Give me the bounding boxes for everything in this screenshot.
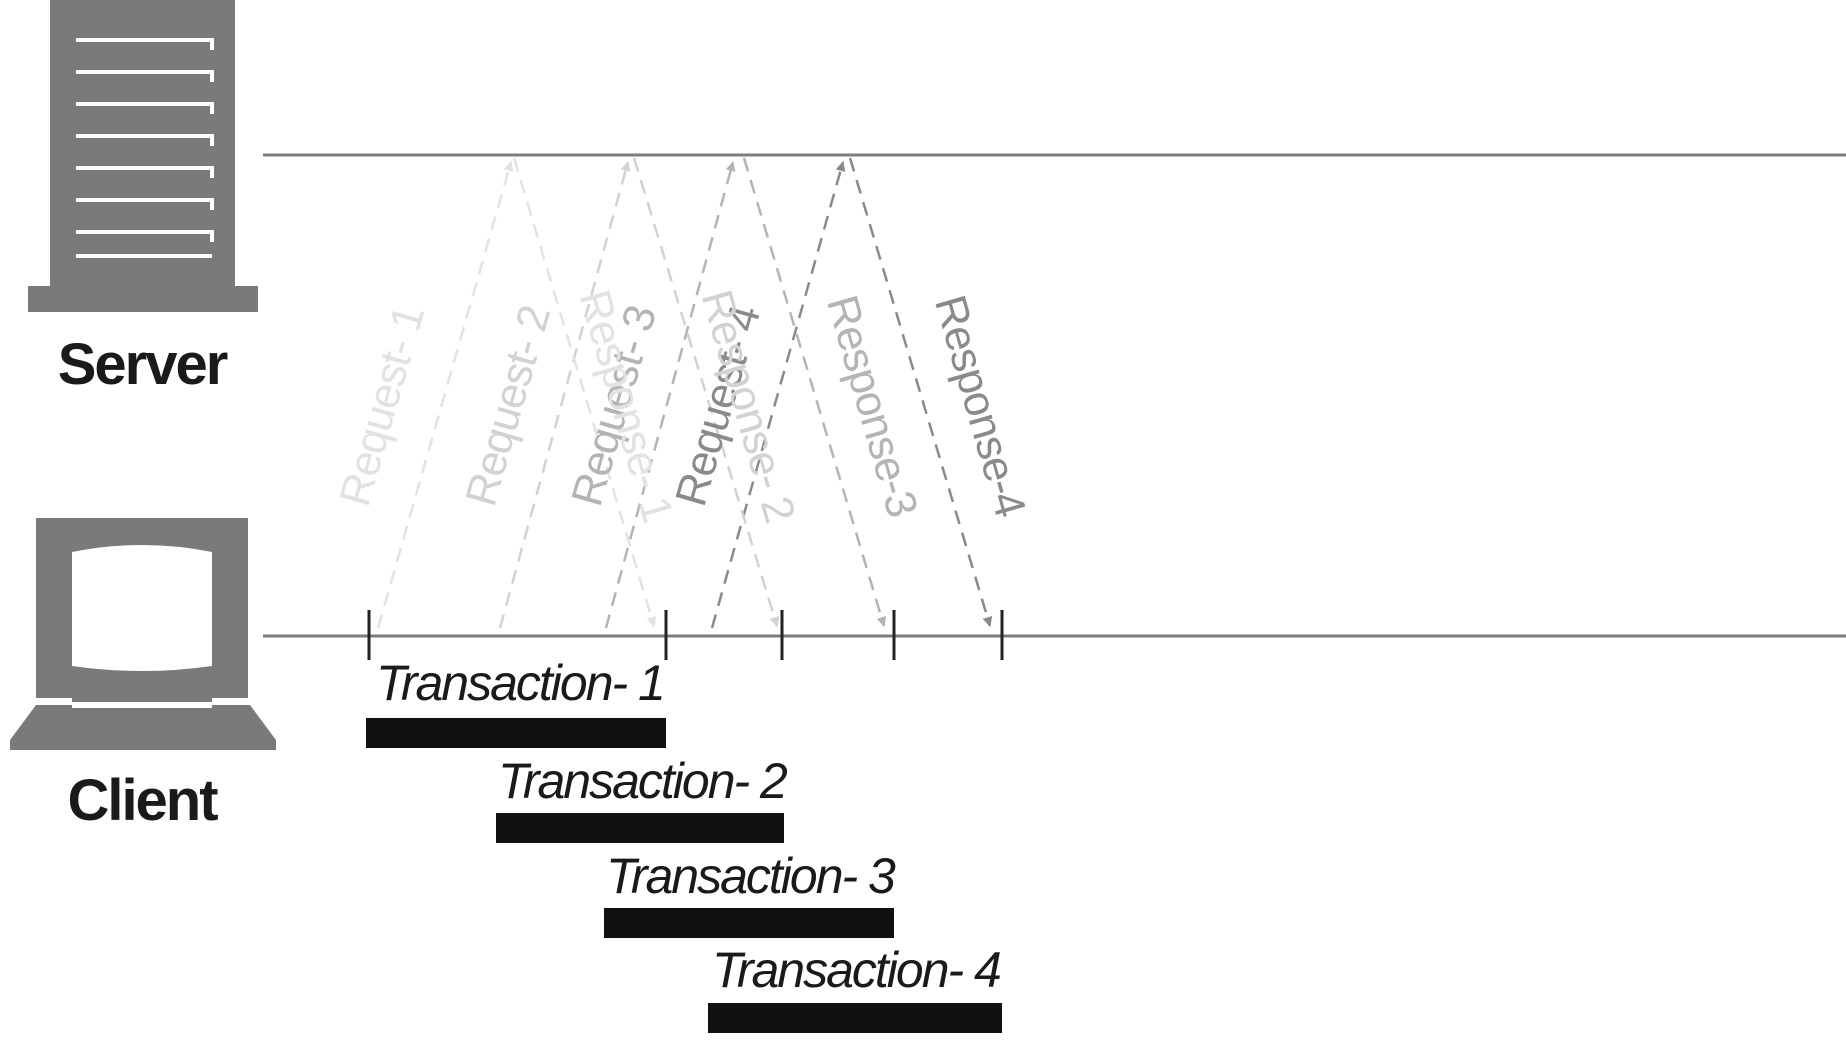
request-label-1: Request- 1 [330, 301, 434, 512]
transaction-label-2: Transaction- 2 [498, 753, 788, 809]
transaction-bar-4 [708, 1003, 1002, 1033]
transaction-bar-2 [496, 813, 784, 843]
response-arrow-3 [742, 157, 887, 627]
response-label-3: Response-3 [817, 290, 927, 522]
server-label: Server [58, 332, 228, 397]
response-arrow-4 [848, 157, 993, 627]
response-label-4: Response-4 [925, 290, 1035, 522]
transaction-bar-3 [604, 908, 894, 938]
transaction-label-4: Transaction- 4 [712, 942, 1000, 998]
request-arrow-1 [376, 161, 514, 629]
client-icon [10, 518, 276, 750]
response-arrow-2 [632, 157, 780, 627]
transaction-label-1: Transaction- 1 [376, 655, 664, 711]
server-icon [28, 0, 258, 312]
request-arrow-2 [498, 161, 631, 629]
transaction-label-3: Transaction- 3 [606, 848, 896, 904]
request-arrow-3 [604, 161, 736, 629]
request-arrow-4 [710, 161, 846, 629]
client-label: Client [67, 768, 218, 833]
transaction-bar-1 [366, 718, 666, 748]
request-label-2: Request- 2 [456, 301, 560, 512]
response-arrow-1 [512, 157, 657, 627]
